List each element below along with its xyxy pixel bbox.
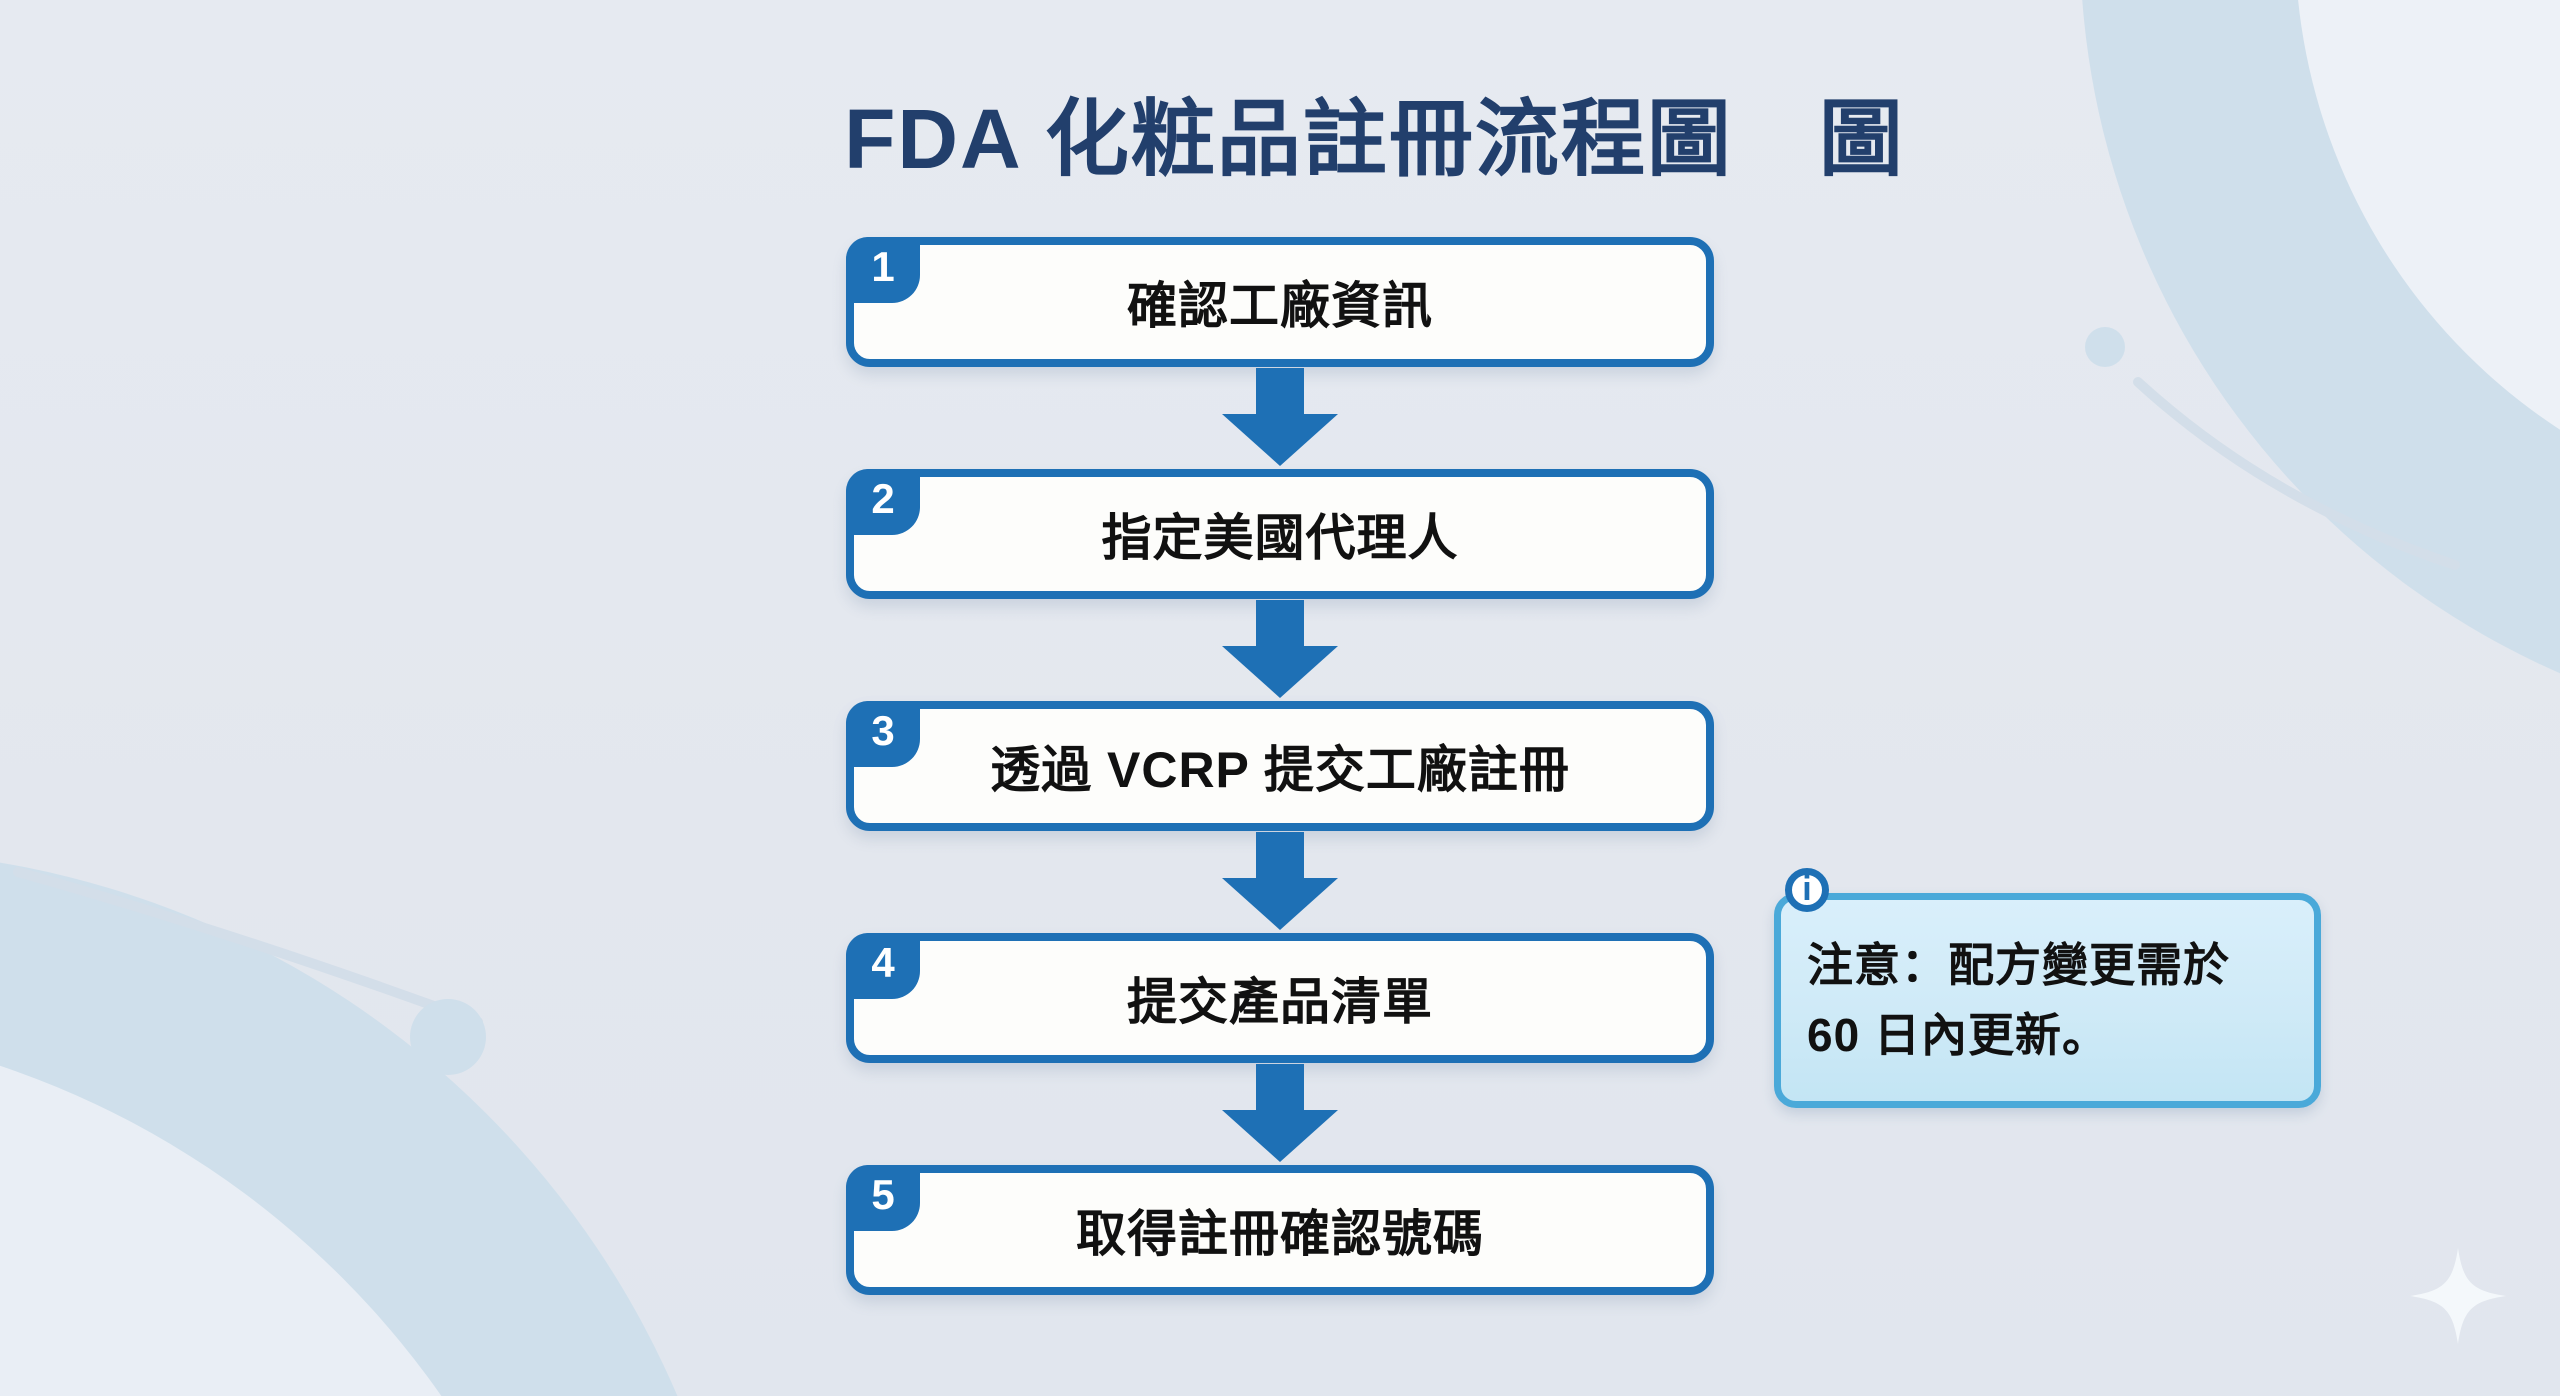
arrow-stem [1256,368,1304,415]
arrow-stem [1256,600,1304,647]
step-number-badge: 4 [846,933,920,999]
step-number-badge: 2 [846,469,920,535]
step-label: 取得註冊確認號碼 [1076,1206,1484,1262]
arrow-head [1222,414,1338,466]
flow-step-4: 4 提交產品清單 [846,933,1714,1063]
flow-step-1: 1 確認工廠資訊 [846,237,1714,367]
step-number-badge: 5 [846,1165,920,1231]
step-label: 透過 VCRP 提交工廠註冊 [990,742,1570,798]
step-number-badge: 1 [846,237,920,303]
step-label: 指定美國代理人 [1101,510,1459,566]
arrow-head [1222,646,1338,698]
flow-step-3: 3 透過 VCRP 提交工廠註冊 [846,701,1714,831]
arrow-down-icon [1222,600,1338,698]
sparkle-icon [2410,1248,2506,1344]
note-line-1: 注意：配方變更需於 [1807,939,2230,991]
arrow-down-icon [1222,832,1338,930]
step-number-badge: 3 [846,701,920,767]
note-text: 注意：配方變更需於 60 日內更新。 [1807,930,2294,1070]
step-label: 確認工廠資訊 [1127,278,1433,334]
arrow-head [1222,1110,1338,1162]
note-line-2: 60 日內更新。 [1807,1009,2109,1061]
info-icon: i [1785,868,1829,912]
arrow-stem [1256,1064,1304,1111]
arrow-down-icon [1222,368,1338,466]
arrow-head [1222,878,1338,930]
step-label: 提交產品清單 [1127,974,1433,1030]
page-title: FDA 化粧品註冊流程圖 圖 [844,92,1905,186]
flow-step-2: 2 指定美國代理人 [846,469,1714,599]
arrow-stem [1256,832,1304,879]
flow-step-5: 5 取得註冊確認號碼 [846,1165,1714,1295]
arrow-down-icon [1222,1064,1338,1162]
note-callout: i 注意：配方變更需於 60 日內更新。 [1774,868,2321,1108]
